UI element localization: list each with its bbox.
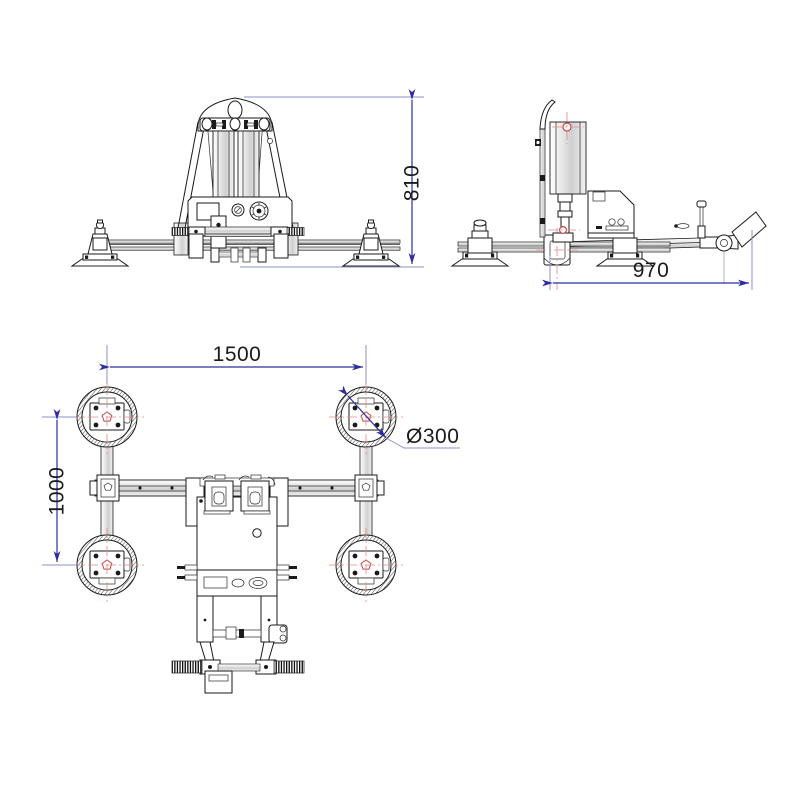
front-view-top-yoke <box>198 98 272 131</box>
dimension-label-1500: 1500 <box>213 343 262 366</box>
dimension-label-diameter: Ø300 <box>406 425 459 448</box>
dimension-depth-1000: 1000 <box>42 409 77 566</box>
plan-central-chassis <box>177 474 297 596</box>
dimension-cup-diameter: Ø300 <box>338 385 460 449</box>
suction-cup-plan-bottom-right <box>329 528 403 602</box>
suction-cup-side-left <box>452 220 508 266</box>
front-view-lower-frame <box>189 234 288 262</box>
front-view: 810 <box>72 89 424 268</box>
plan-cross-beam <box>90 475 384 501</box>
side-view-pump-housing <box>588 191 634 238</box>
suction-cup-plan-bottom-left <box>70 528 144 602</box>
dimension-width-1500: 1500 <box>99 343 367 384</box>
dimension-label-810: 810 <box>401 165 424 202</box>
diameter-dimension-line <box>338 385 387 439</box>
dimension-label-1000: 1000 <box>46 467 69 516</box>
dimension-label-970: 970 <box>633 259 670 282</box>
suction-cup-front-right <box>343 220 399 266</box>
top-view: 1500 1000 Ø300 <box>42 343 460 693</box>
suction-cup-front-left <box>72 220 128 266</box>
side-view-operator-handle <box>674 201 766 284</box>
side-view-mast <box>535 100 587 242</box>
front-view-control-box <box>171 197 305 248</box>
dimension-reach-970: 970 <box>542 230 753 290</box>
side-view: 970 <box>452 100 766 290</box>
dimension-height-810: 810 <box>240 89 424 268</box>
leader-line <box>385 437 460 449</box>
plan-lower-frame <box>171 596 305 693</box>
